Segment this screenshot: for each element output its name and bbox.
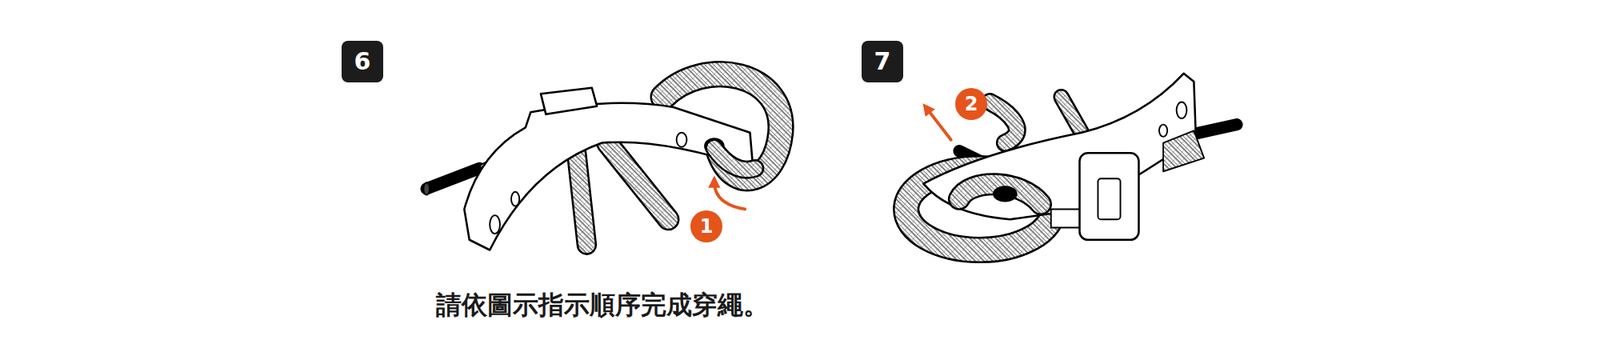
step-number: 6 bbox=[354, 49, 372, 74]
illustration-part bbox=[926, 108, 952, 140]
illustration-part bbox=[714, 148, 756, 170]
illustration-part bbox=[959, 184, 1041, 204]
illustration-part bbox=[676, 132, 688, 148]
illustration-part bbox=[1097, 178, 1120, 220]
illustration-part bbox=[1061, 96, 1083, 133]
illustration-part bbox=[464, 103, 753, 251]
illustration-part bbox=[423, 182, 430, 195]
illustration-part bbox=[540, 88, 597, 115]
illustration-part bbox=[1061, 96, 1083, 133]
illustration-part bbox=[923, 73, 1196, 220]
step-number: 7 bbox=[874, 49, 892, 74]
callout-number: 1 bbox=[690, 210, 723, 243]
illustration-part bbox=[607, 143, 669, 220]
callout-number: 2 bbox=[964, 94, 979, 114]
illustration-part bbox=[989, 102, 1017, 144]
illustration-part bbox=[576, 152, 588, 245]
illustration-part bbox=[1163, 130, 1204, 172]
illustration-part bbox=[989, 102, 1017, 144]
illustration-part bbox=[1176, 102, 1188, 119]
callout-number: 2 bbox=[955, 88, 988, 120]
illustration-part bbox=[607, 143, 669, 220]
illustration-part bbox=[511, 192, 520, 207]
caption: 請依圖示指示順序完成穿繩。 bbox=[0, 288, 1205, 324]
step-number: 7 bbox=[861, 40, 904, 83]
step-number: 6 bbox=[341, 40, 384, 83]
illustration-part bbox=[714, 148, 756, 170]
illustration-part bbox=[1159, 124, 1168, 137]
illustration-part bbox=[576, 152, 588, 245]
illustration-part bbox=[992, 185, 1018, 202]
illustration-part bbox=[959, 184, 1041, 204]
illustration-part bbox=[1079, 152, 1139, 240]
step-seven-figure bbox=[906, 73, 1237, 251]
illustration-part bbox=[489, 215, 500, 234]
illustration-part bbox=[714, 181, 745, 209]
step-six-figure bbox=[423, 74, 781, 251]
illustration-part bbox=[1051, 208, 1082, 228]
callout-number: 1 bbox=[700, 216, 714, 236]
